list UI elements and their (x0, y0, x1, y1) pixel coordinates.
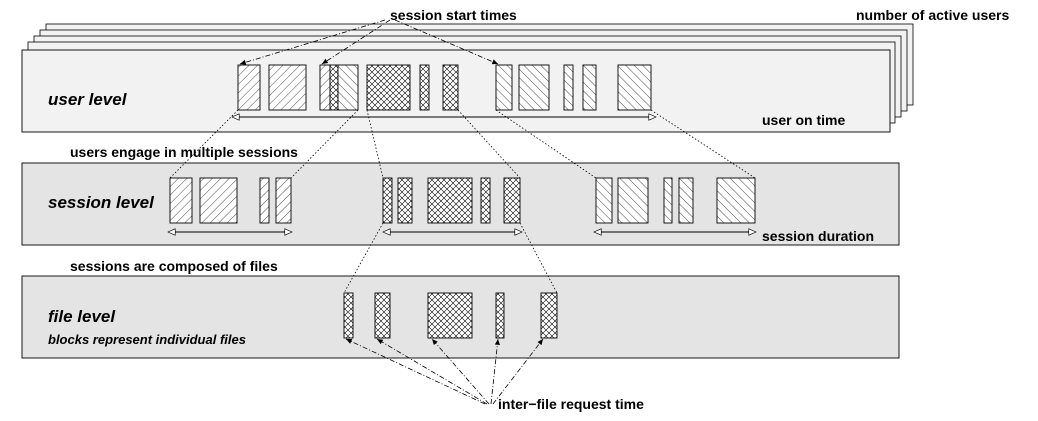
session-level-blocks (169, 177, 756, 224)
user-to-session-connectors (169, 109, 756, 179)
file-level-blocks (343, 292, 558, 339)
user-level-blocks (237, 64, 652, 111)
session-start-arrows (239, 19, 499, 65)
inter-file-arrows (345, 338, 544, 405)
session-to-file-connectors (343, 222, 558, 294)
